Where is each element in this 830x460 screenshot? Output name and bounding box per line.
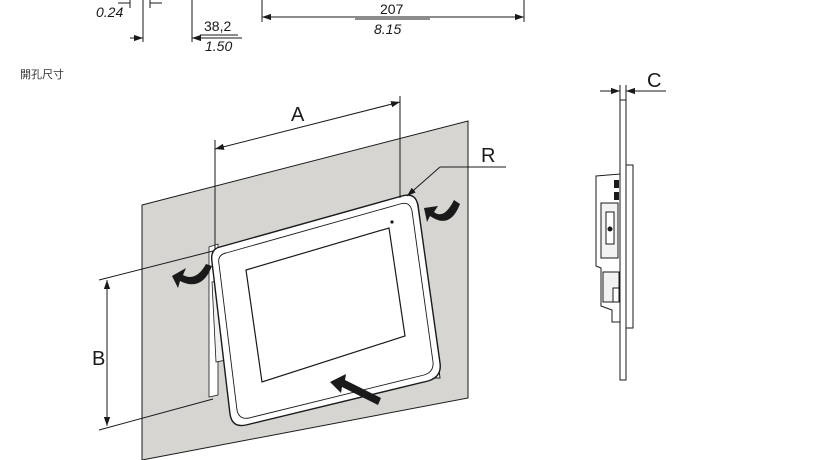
status-led-icon: [390, 220, 394, 224]
curved-arrow-right-icon: [424, 200, 460, 222]
radius-r-leader: [406, 166, 506, 197]
side-view: [595, 99, 634, 381]
label-a: A: [291, 104, 305, 126]
dim-1-50-inch: 1.50: [205, 38, 232, 54]
dim-38-2-mm: 38,2: [204, 18, 231, 34]
curved-arrow-left-icon: [172, 264, 212, 288]
dim-8-15-inch: 8.15: [374, 21, 401, 37]
top-dimensions: [118, 0, 525, 42]
dim-207-mm: 207: [380, 1, 404, 17]
dim-0-24-inch: 0.24: [96, 4, 123, 20]
rotate-clip-arrows: [172, 200, 460, 288]
label-c: C: [647, 70, 661, 92]
insert-arrow-icon: [330, 374, 381, 405]
dimension-c: [600, 85, 666, 100]
section-heading: 開孔尺寸: [20, 68, 64, 81]
dimension-b: [98, 250, 214, 431]
hmi-screen: [245, 227, 406, 383]
hmi-device: [210, 194, 441, 427]
label-b: B: [92, 348, 105, 370]
dimension-a: [214, 96, 401, 250]
label-r: R: [481, 145, 495, 167]
